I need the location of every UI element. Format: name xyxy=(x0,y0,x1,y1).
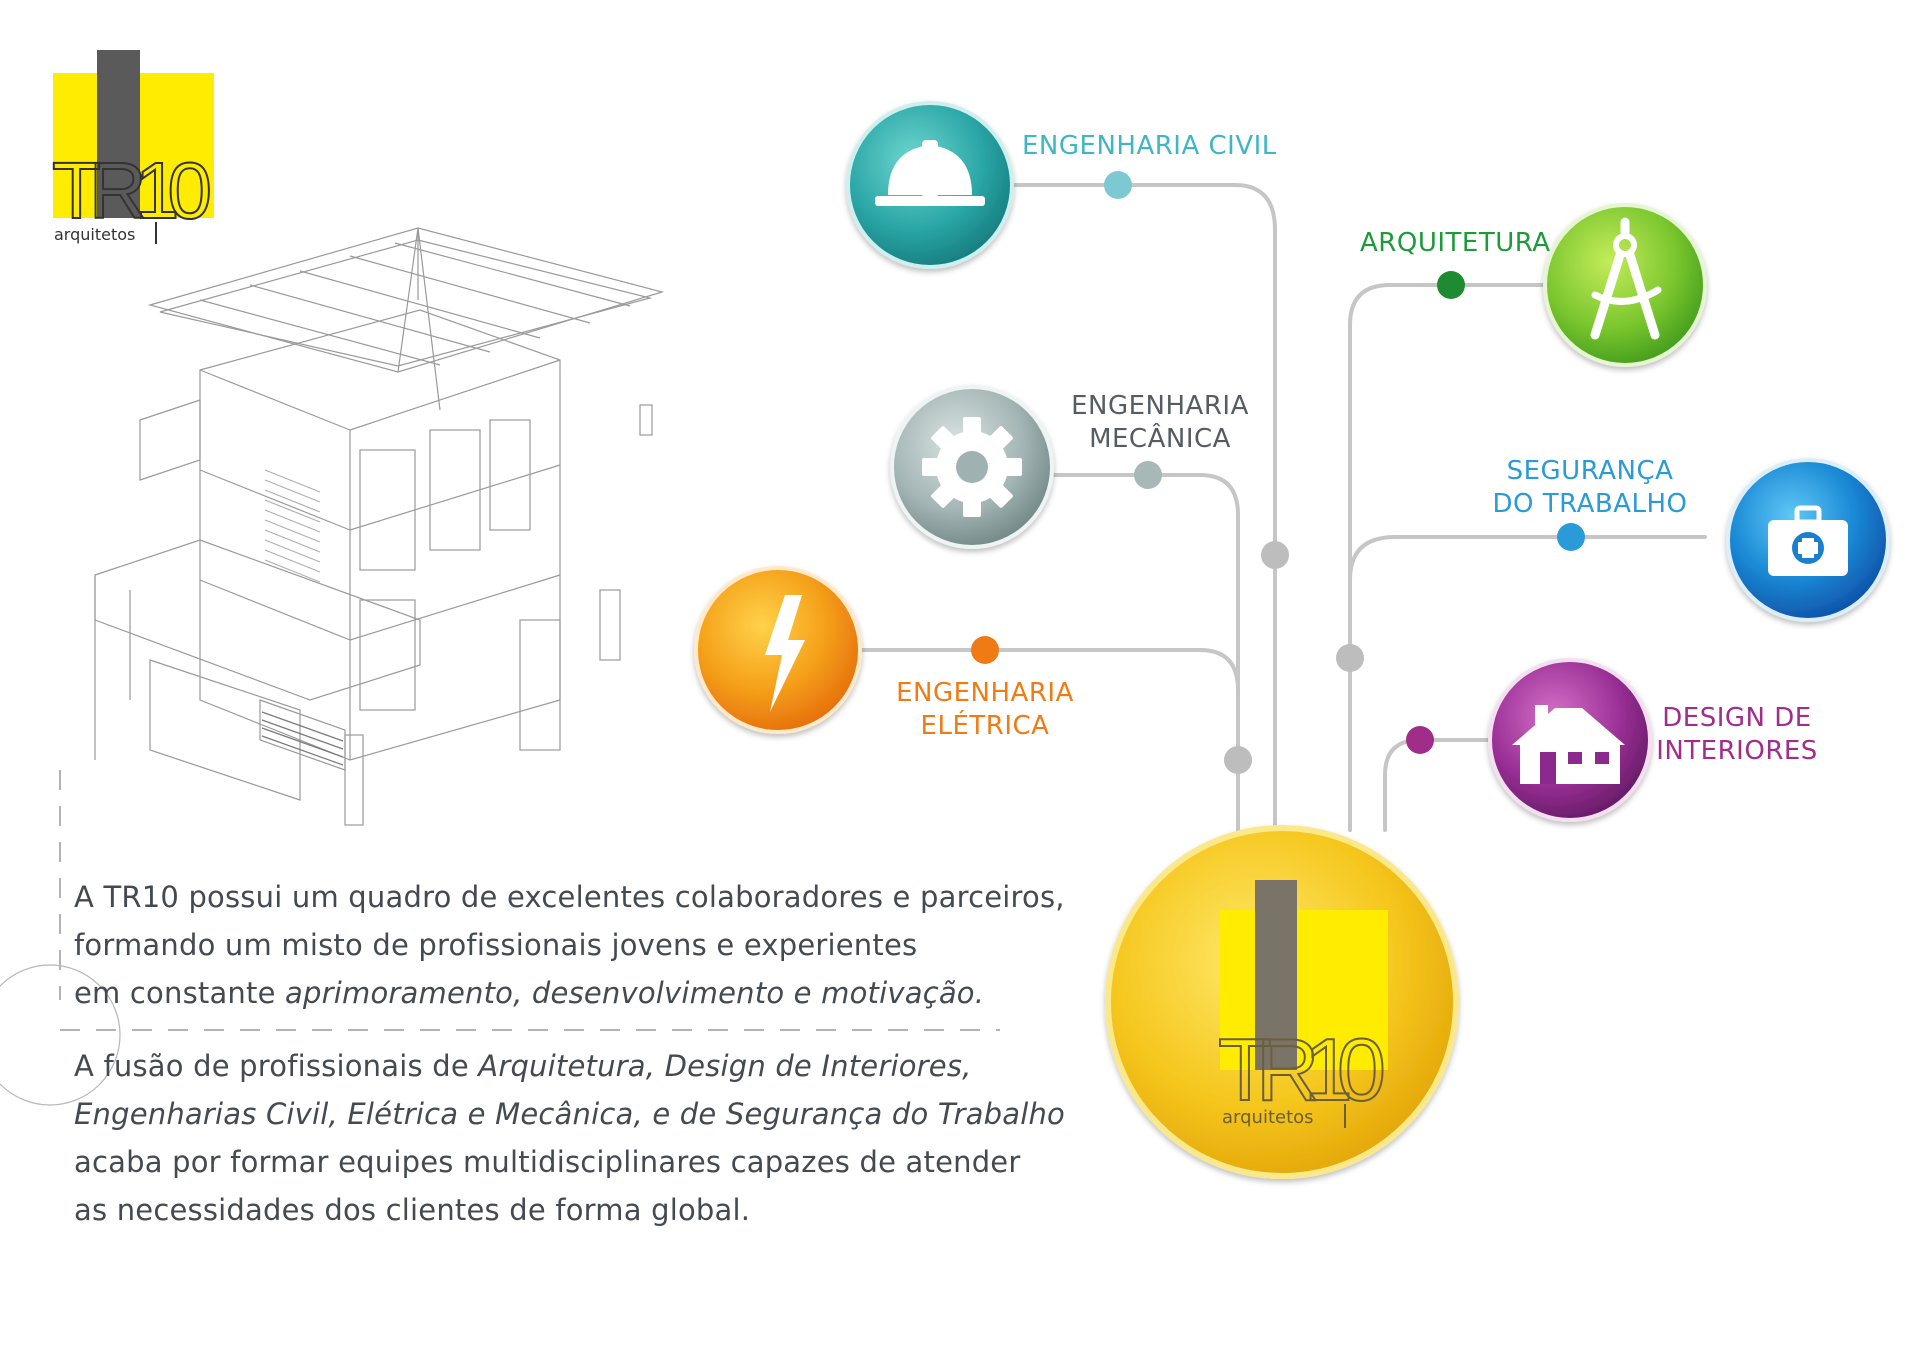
first-aid-kit-icon xyxy=(1768,505,1848,576)
label-line: ENGENHARIA CIVIL xyxy=(1022,131,1277,161)
label-line: INTERIORES xyxy=(1656,736,1818,766)
node-engenharia-eletrica xyxy=(694,566,862,734)
lightning-icon xyxy=(765,595,805,712)
arquitetura-dot xyxy=(1437,271,1465,299)
hub-logo-circle: TR10 arquitetos xyxy=(1105,825,1459,1179)
intro-line-1: A TR10 possui um quadro de excelentes co… xyxy=(74,880,1065,914)
node-engenharia-civil xyxy=(846,101,1014,269)
intro-line-2: formando um misto de profissionais joven… xyxy=(74,928,918,962)
seguranca-dot xyxy=(1557,523,1585,551)
logo-bar xyxy=(97,50,140,218)
label-line: DESIGN DE xyxy=(1662,703,1812,733)
label-line: ENGENHARIA xyxy=(1071,391,1249,421)
node-engenharia-mecanica xyxy=(890,385,1054,549)
fusion-line-3: acaba por formar equipes multidisciplina… xyxy=(74,1145,1021,1179)
label-engenharia-civil: ENGENHARIA CIVIL xyxy=(1022,130,1277,163)
label-engenharia-eletrica: ENGENHARIA ELÉTRICA xyxy=(885,677,1085,743)
node-seguranca-do-trabalho xyxy=(1726,458,1890,622)
junction-dot xyxy=(1224,746,1252,774)
brand-logo: TR10 arquitetos xyxy=(51,50,214,244)
house-icon xyxy=(1512,705,1625,784)
label-line: ELÉTRICA xyxy=(920,711,1050,741)
node-arquitetura xyxy=(1543,203,1707,367)
fusion-line-1-italic: Arquitetura, Design de Interiores, xyxy=(478,1049,972,1083)
building-wireframe-illustration xyxy=(94,227,665,826)
mecanica-dot xyxy=(1134,461,1162,489)
label-line: ENGENHARIA xyxy=(896,678,1074,708)
node-design-de-interiores xyxy=(1488,658,1652,822)
label-engenharia-mecanica: ENGENHARIA MECÂNICA xyxy=(1060,390,1260,456)
intro-line-3-plain: em constante xyxy=(74,976,286,1010)
label-line: SEGURANÇA xyxy=(1506,456,1674,486)
design-dot xyxy=(1406,726,1434,754)
fusion-paragraph: A fusão de profissionais de Arquitetura,… xyxy=(74,1042,1134,1234)
hub-logo-subtitle: arquitetos xyxy=(1222,1107,1314,1128)
hub-logo-bar xyxy=(1255,880,1297,1070)
logo-mark: TR10 xyxy=(52,146,212,235)
fusion-line-4: as necessidades dos clientes de forma gl… xyxy=(74,1193,751,1227)
hub-logo-yellow-block xyxy=(1220,910,1388,1070)
hub-logo-mark: TR10 xyxy=(1218,1020,1386,1119)
compass-icon xyxy=(1590,217,1662,340)
logo-subtitle: arquitetos xyxy=(54,225,135,244)
label-arquitetura: ARQUITETURA xyxy=(1360,227,1551,260)
label-design-de-interiores: DESIGN DE INTERIORES xyxy=(1652,702,1822,768)
fusion-line-2: Engenharias Civil, Elétrica e Mecânica, … xyxy=(74,1097,1065,1131)
decorative-guides xyxy=(0,770,1000,1106)
hardhat-icon xyxy=(875,140,985,206)
fusion-line-1: A fusão de profissionais de Arquitetura,… xyxy=(74,1049,972,1083)
intro-line-3-italic: aprimoramento, desenvolvimento e motivaç… xyxy=(285,976,985,1010)
label-seguranca-do-trabalho: SEGURANÇA DO TRABALHO xyxy=(1485,455,1695,521)
civil-dot xyxy=(1104,171,1132,199)
label-line: DO TRABALHO xyxy=(1492,489,1688,519)
junction-dot xyxy=(1261,541,1289,569)
gear-icon xyxy=(922,417,1022,517)
label-line: ARQUITETURA xyxy=(1360,228,1551,258)
fusion-line-1-plain: A fusão de profissionais de xyxy=(74,1049,479,1083)
eletrica-dot xyxy=(971,636,999,664)
junction-dot xyxy=(1336,644,1364,672)
connector-dots xyxy=(971,171,1585,774)
intro-line-3: em constante aprimoramento, desenvolvime… xyxy=(74,976,984,1010)
label-line: MECÂNICA xyxy=(1089,424,1231,454)
intro-paragraph: A TR10 possui um quadro de excelentes co… xyxy=(74,873,1134,1017)
